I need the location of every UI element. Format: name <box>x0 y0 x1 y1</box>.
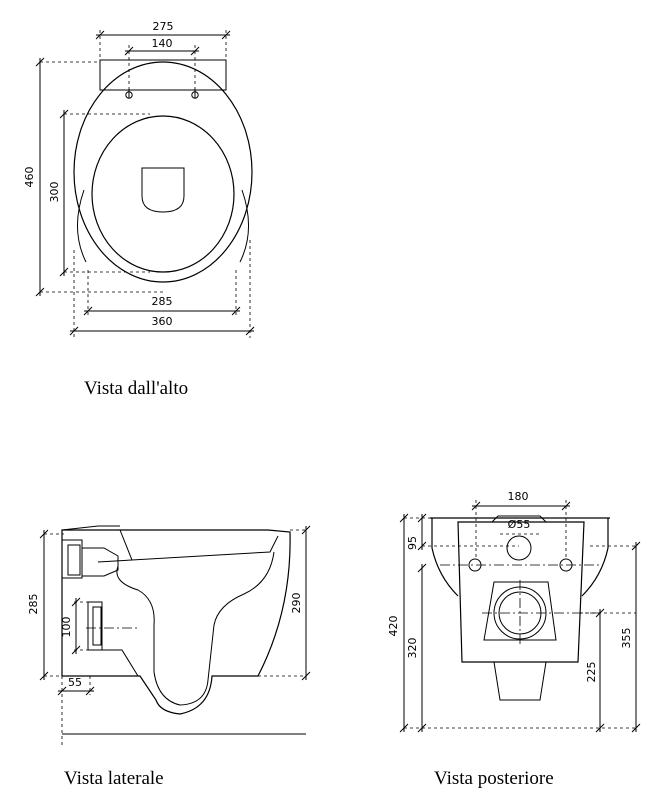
dim-rear-right-height: 355 <box>620 628 633 649</box>
top-view-outer-rim <box>73 61 253 283</box>
side-view: 285 100 55 290 Vista laterale <box>27 525 311 789</box>
dim-rear-outlet: Ø55 <box>508 518 531 531</box>
caption-side-view: Vista laterale <box>64 768 164 789</box>
dim-rear-total-height: 420 <box>387 616 400 637</box>
dim-side-offset: 55 <box>68 676 82 689</box>
side-view-body-outline <box>61 529 291 715</box>
dim-top-total-width: 360 <box>152 315 173 328</box>
dim-top-holes: 140 <box>152 37 173 50</box>
top-view-rear-plate <box>99 59 227 91</box>
dim-rear-holes: 180 <box>508 490 529 503</box>
side-view-wall-plate <box>61 539 83 579</box>
top-view: 275 140 460 300 285 360 Vista dall'alto <box>23 20 255 399</box>
caption-rear-view: Vista posteriore <box>434 768 554 789</box>
top-view-inner-bowl <box>91 115 235 273</box>
side-view-trap <box>116 551 275 706</box>
rear-view-inlet-circle <box>506 535 532 561</box>
dim-top-length: 460 <box>23 167 36 188</box>
rear-view-back-frame <box>457 521 585 663</box>
rear-view-outer-body <box>431 518 609 597</box>
dim-rear-inner-height: 320 <box>406 638 419 659</box>
dim-side-height-left: 285 <box>27 594 40 615</box>
fixing-hole-icon <box>191 89 199 99</box>
dim-rear-drain-height: 225 <box>585 662 598 683</box>
top-view-outlet <box>141 167 185 213</box>
caption-top-view: Vista dall'alto <box>84 378 188 399</box>
dim-rear-top-offset: 95 <box>406 536 419 550</box>
fixing-hole-icon <box>125 89 133 99</box>
dim-side-inlet: 100 <box>60 617 73 638</box>
rear-view: 180 Ø55 95 420 320 225 355 Vista posteri… <box>387 490 641 789</box>
dim-top-width: 275 <box>153 20 174 33</box>
dim-side-height-right: 290 <box>290 593 303 614</box>
dim-top-bowl-width: 285 <box>152 295 173 308</box>
dim-top-inner: 300 <box>48 182 61 203</box>
